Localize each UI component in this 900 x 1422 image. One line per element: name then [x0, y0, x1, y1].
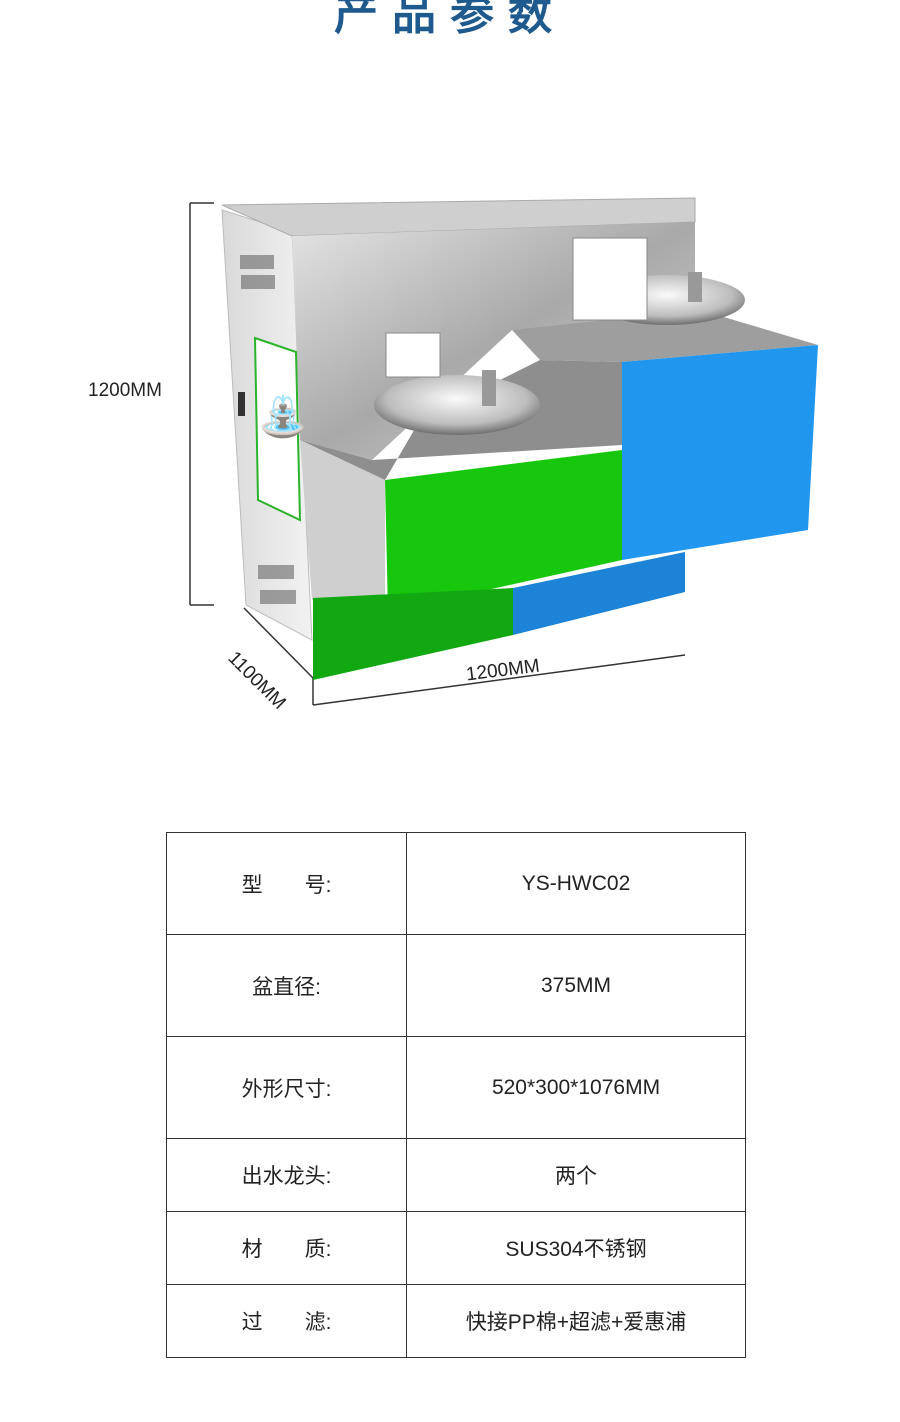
height-dimension-line [189, 202, 214, 606]
table-row: 外形尺寸:520*300*1076MM [166, 1036, 746, 1139]
upper-counter [512, 310, 818, 362]
sticker-upper [572, 237, 648, 321]
table-row: 出水龙头:两个 [166, 1138, 746, 1212]
drinking-water-sign: ⛲ [253, 336, 308, 522]
spec-label: 外形尺寸: [166, 1036, 407, 1139]
spec-label: 出水龙头: [166, 1138, 407, 1212]
faucet-upper [688, 272, 702, 302]
blue-panel [622, 345, 818, 560]
spec-value: 520*300*1076MM [406, 1036, 746, 1139]
table-row: 型 号:YS-HWC02 [166, 832, 746, 935]
lock-icon [238, 392, 245, 416]
vent-icon [240, 255, 296, 604]
faucet-lower [482, 370, 496, 406]
green-panel [385, 450, 622, 612]
lower-side [300, 440, 385, 615]
spec-label: 盆直径: [166, 934, 407, 1037]
spec-value: YS-HWC02 [406, 832, 746, 935]
spec-label: 材 质: [166, 1211, 407, 1285]
spec-table: 型 号:YS-HWC02 盆直径:375MM 外形尺寸:520*300*1076… [166, 832, 746, 1358]
height-dimension-label: 1200MM [88, 380, 162, 401]
sticker-lower [385, 332, 441, 378]
drinking-person-icon: ⛲ [258, 393, 308, 440]
table-row: 材 质:SUS304不锈钢 [166, 1211, 746, 1285]
table-row: 盆直径:375MM [166, 934, 746, 1037]
spec-value: 375MM [406, 934, 746, 1037]
base-green [313, 588, 513, 680]
drinking-fountain-illustration: ⛲ [189, 197, 818, 706]
spec-label: 型 号: [166, 832, 407, 935]
spec-value: SUS304不锈钢 [406, 1211, 746, 1285]
page-title: 产品参数 [334, 0, 566, 40]
depth-dimension-line [243, 607, 686, 706]
table-row: 过 滤:快接PP棉+超滤+爱惠浦 [166, 1284, 746, 1358]
base-blue [513, 552, 685, 635]
basin-lower [374, 375, 540, 435]
spec-value: 快接PP棉+超滤+爱惠浦 [406, 1284, 746, 1358]
spec-value: 两个 [406, 1138, 746, 1212]
spec-label: 过 滤: [166, 1284, 407, 1358]
